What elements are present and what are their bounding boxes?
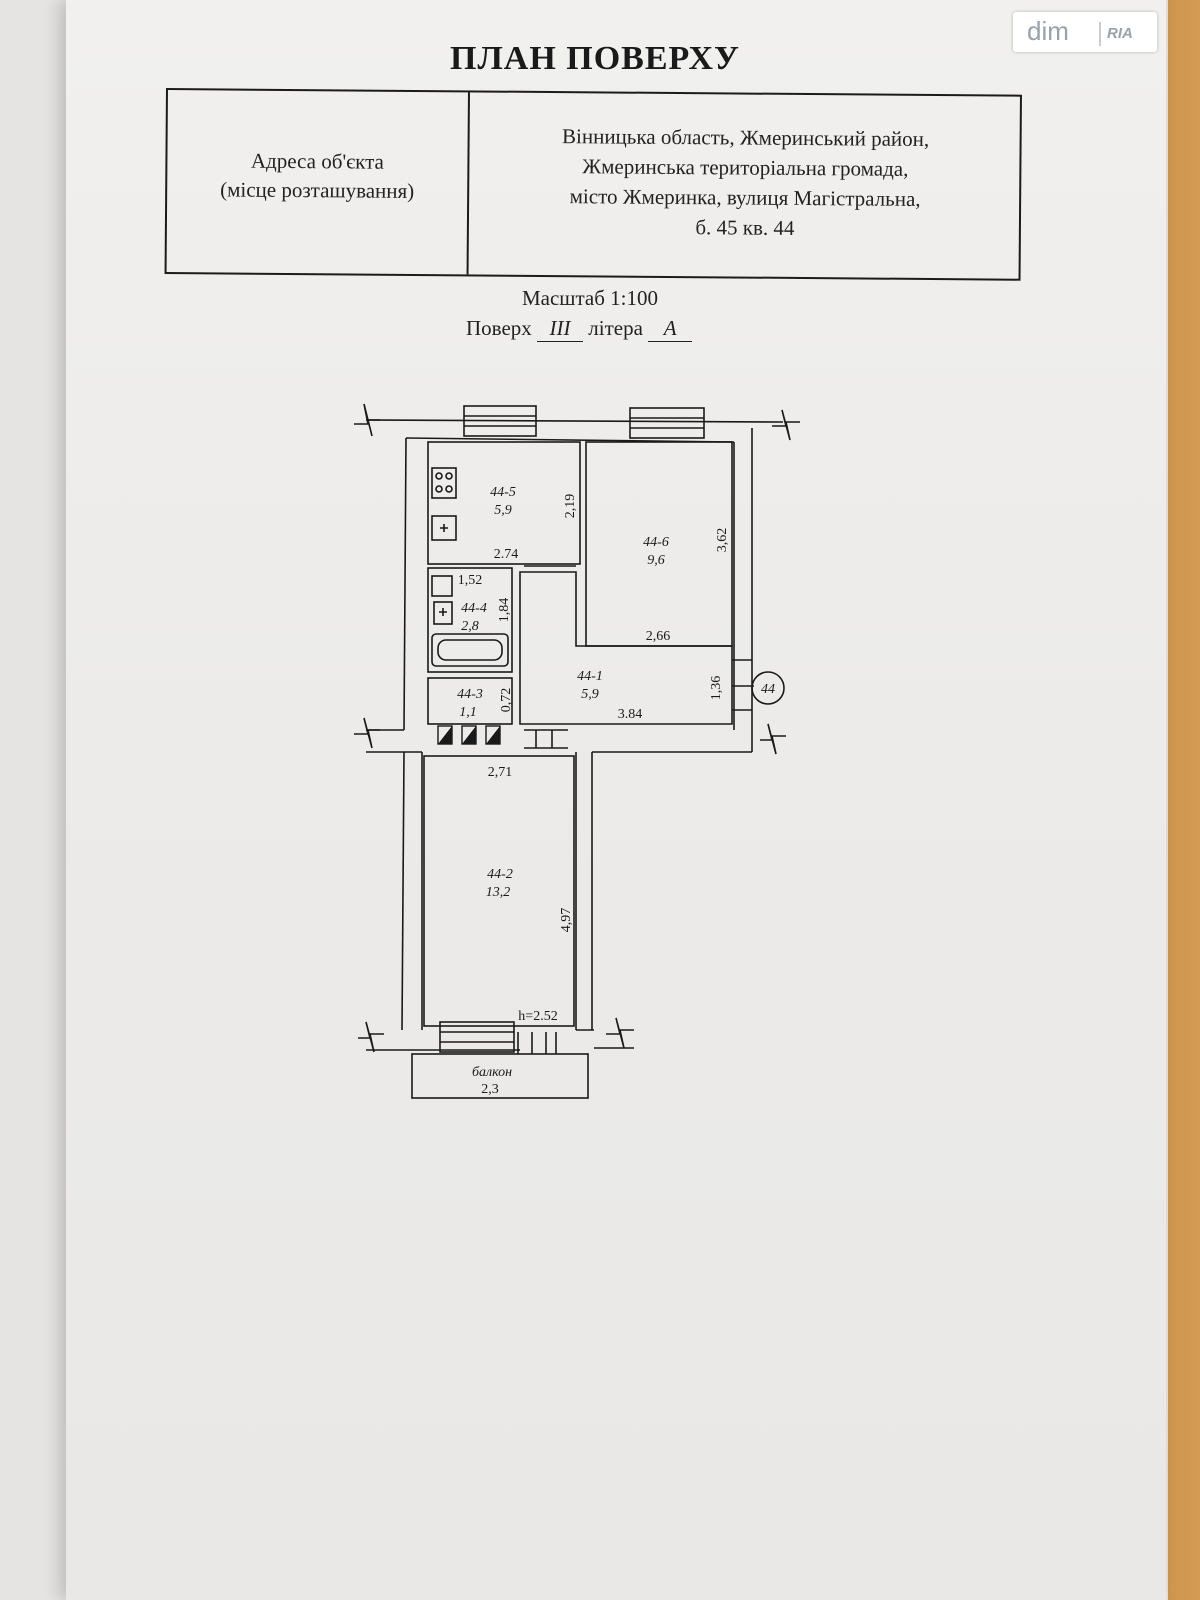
room-id-44-1: 44-1 — [577, 669, 603, 684]
watermark-logo: dim RIA — [1013, 12, 1157, 52]
document-page — [66, 0, 1166, 1600]
floor-value: III — [537, 316, 584, 342]
outer-walls — [365, 419, 784, 1051]
room-area-44-5: 5,9 — [494, 503, 512, 518]
dim-bath-depth: 1,84 — [497, 598, 512, 623]
room-id-44-5: 44-5 — [490, 485, 516, 500]
wall-break-symbols — [354, 403, 800, 1053]
dim-hall-width: 3.84 — [618, 707, 643, 722]
apartment-marker-label: 44 — [761, 682, 775, 697]
address-value: Вінницька область, Жмеринський район, Жм… — [471, 120, 1020, 244]
dim-hall-depth: 1,36 — [709, 676, 724, 701]
address-line: б. 45 кв. 44 — [695, 215, 795, 240]
address-line: Жмеринська територіальна громада, — [582, 154, 909, 181]
sink-icon — [431, 515, 457, 541]
balcony-label: балкон — [472, 1065, 512, 1080]
dim-room6-depth: 3,62 — [715, 528, 730, 553]
dim-room2-depth: 4,97 — [559, 908, 574, 933]
dim-room2-width: 2,71 — [488, 765, 513, 780]
watermark-dim: dim — [1027, 16, 1069, 46]
room-44-1 — [519, 571, 733, 725]
address-table: Адреса об'єкта (місце розташування) Вінн… — [164, 88, 1022, 281]
dim-ceiling-height: h=2.52 — [518, 1009, 557, 1024]
address-label-line1: Адреса об'єкта — [250, 148, 385, 174]
door-openings — [517, 565, 576, 1054]
room-44-3 — [427, 677, 513, 725]
floor-plan: 44-5 5,9 44-6 9,6 44-4 2,8 44-1 5,9 44-3… — [354, 403, 800, 1099]
address-label: Адреса об'єкта (місце розташування) — [167, 146, 467, 206]
room-id-44-2: 44-2 — [487, 867, 513, 882]
floor-prefix: Поверх — [466, 316, 532, 340]
room-area-44-2: 13,2 — [486, 885, 511, 900]
address-line: місто Жмеринка, вулиця Магістральна, — [569, 184, 921, 211]
room-44-2 — [423, 755, 575, 1027]
windows — [439, 405, 705, 1053]
dim-kitchen-width: 2.74 — [494, 547, 519, 562]
watermark-ria: RIA — [1099, 22, 1157, 46]
ventilation-shafts — [437, 725, 501, 745]
address-label-line2: (місце розташування) — [220, 177, 415, 203]
dim-kitchen-depth: 2,19 — [563, 494, 578, 519]
bathtub-icon — [431, 633, 509, 667]
room-area-44-4: 2,8 — [461, 619, 479, 634]
room-area-44-3: 1,1 — [459, 705, 477, 720]
address-line: Вінницька область, Жмеринський район, — [561, 124, 930, 151]
page-title: ПЛАН ПОВЕРХУ — [450, 40, 740, 77]
balcony — [411, 1053, 589, 1099]
letter-label: літера — [588, 316, 643, 340]
balcony-area: 2,3 — [481, 1082, 499, 1097]
stove-icon — [431, 467, 457, 499]
room-44-5 — [427, 441, 581, 565]
letter-value: А — [648, 316, 693, 342]
floor-info: Поверх III літера А — [466, 316, 693, 342]
dim-wc-depth: 0,72 — [499, 688, 514, 713]
washer-icon — [431, 575, 453, 597]
dim-bath-width: 1,52 — [458, 573, 483, 588]
apartment-marker — [751, 671, 785, 705]
room-area-44-1: 5,9 — [581, 687, 599, 702]
washbasin-icon — [433, 601, 453, 625]
room-area-44-6: 9,6 — [647, 553, 665, 568]
scale-text: Масштаб 1:100 — [521, 286, 658, 310]
room-id-44-4: 44-4 — [461, 601, 487, 616]
room-id-44-6: 44-6 — [643, 535, 669, 550]
dim-room6-width: 2,66 — [646, 629, 671, 644]
room-id-44-3: 44-3 — [457, 687, 483, 702]
room-44-4 — [427, 567, 513, 673]
